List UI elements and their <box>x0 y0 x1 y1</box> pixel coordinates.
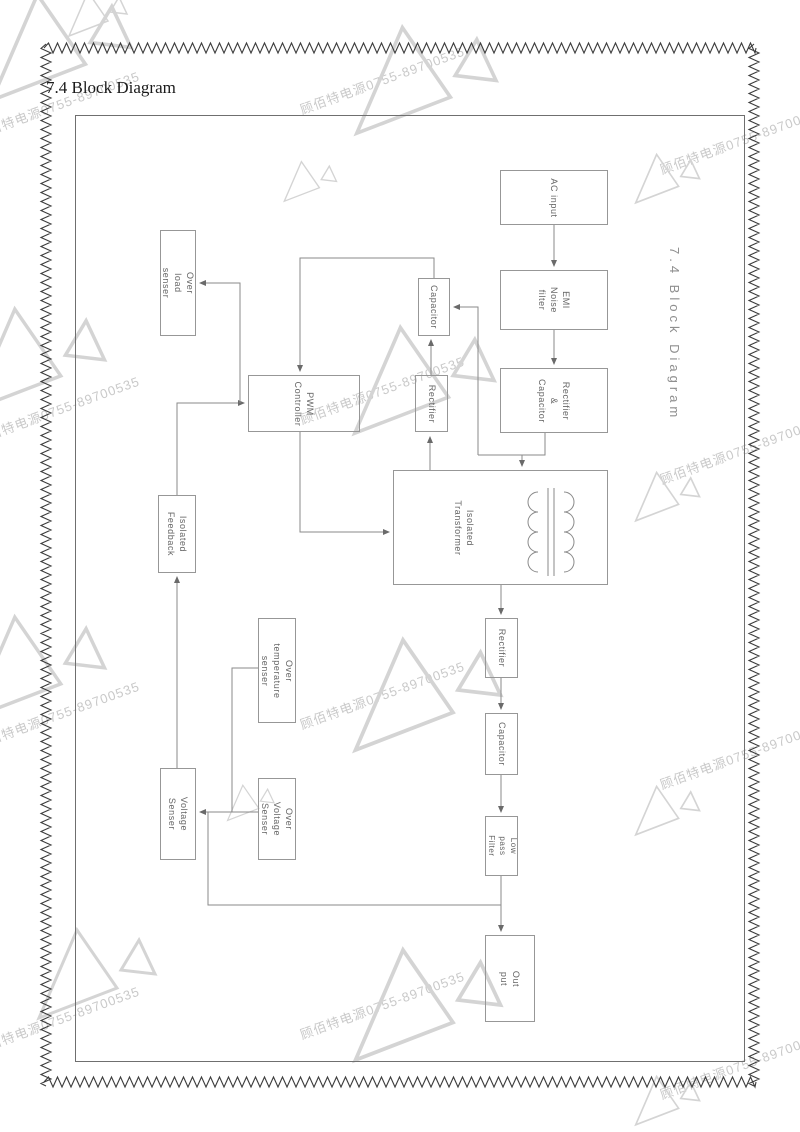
block-ac-input: AC input <box>500 170 608 225</box>
conn-to-overload-senser <box>199 280 241 403</box>
block-over-load-senser: Over load senser <box>160 230 196 336</box>
block-label: Voltage Senser <box>167 796 190 832</box>
conn-rectcap-bus <box>478 433 546 456</box>
block-label: Rectifier <box>496 628 507 668</box>
block-label: Capacitor <box>429 285 440 329</box>
transformer-symbol <box>527 488 575 576</box>
block-voltage-senser: Voltage Senser <box>160 768 196 860</box>
block-label: Over temperature senser <box>259 642 295 699</box>
conn-feedback-to-pwm <box>176 400 245 495</box>
side-title-text: 7.4 Block Diagram <box>667 247 682 422</box>
block-label: Rectifier <box>426 384 437 423</box>
block-low-pass-filter: Low pass Filter <box>485 816 518 876</box>
block-emi-noise-filter: EMI Noise filter <box>500 270 608 330</box>
block-aux-capacitor: Capacitor <box>418 278 450 336</box>
conn-auxcapacitor-to-pwm <box>297 257 435 372</box>
block-label: Rectifier & Capacitor <box>536 378 572 423</box>
page-title: 7.4 Block Diagram <box>46 78 176 97</box>
zigzag-border-edge <box>43 1075 757 1089</box>
block-label: Over Voltage Senser <box>259 801 295 837</box>
block-isolated-transformer: Isolated Transformer <box>393 470 608 585</box>
block-label: Low pass Filter <box>487 835 518 857</box>
zigzag-border-edge <box>747 43 761 1087</box>
block-label: Isolated Transformer <box>453 499 476 556</box>
block-label: AC input <box>549 177 560 218</box>
conn-overtemp-tap <box>231 667 258 812</box>
side-title: 7.4 Block Diagram <box>667 246 800 421</box>
block-aux-rectifier: Rectifier <box>415 375 448 432</box>
block-rectifier-capacitor: Rectifier & Capacitor <box>500 368 608 433</box>
block-label: EMI Noise filter <box>536 286 572 314</box>
block-label: Over load senser <box>160 267 196 299</box>
block-label: Capacitor <box>496 722 507 766</box>
block-label: Out put <box>499 970 522 987</box>
secondary-winding <box>563 491 575 573</box>
block-output: Out put <box>485 935 535 1022</box>
zigzag-border-edge <box>39 43 53 1087</box>
conn-bus-to-auxcapacitor <box>453 304 479 455</box>
block-label: PWM Controller <box>293 380 316 427</box>
zigzag-border <box>39 41 761 1089</box>
block-isolated-feedback: Isolated Feedback <box>158 495 196 573</box>
zigzag-border-edge <box>43 41 757 55</box>
block-over-temperature-senser: Over temperature senser <box>258 618 296 723</box>
block-over-voltage-senser: Over Voltage Senser <box>258 778 296 860</box>
block-sec-capacitor: Capacitor <box>485 713 518 775</box>
block-pwm-controller: PWM Controller <box>248 375 360 432</box>
primary-winding <box>527 491 539 573</box>
conn-pwm-to-transformer <box>299 432 390 535</box>
block-sec-rectifier: Rectifier <box>485 618 518 678</box>
block-label: Isolated Feedback <box>166 511 189 557</box>
conn-output-tap <box>207 812 501 906</box>
